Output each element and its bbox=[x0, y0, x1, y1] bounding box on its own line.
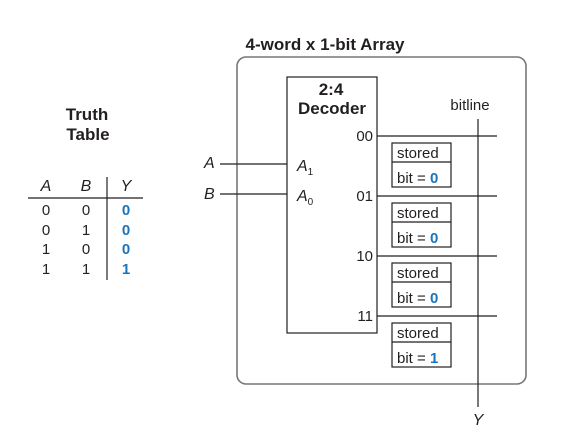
truth-cell: 0 bbox=[82, 241, 90, 258]
truth-output-cell: 1 bbox=[122, 261, 130, 278]
truth-header-y: Y bbox=[121, 178, 133, 195]
truth-output-cell: 0 bbox=[122, 241, 130, 258]
bitline-label: bitline bbox=[450, 97, 489, 114]
cell-value: bit = 0 bbox=[397, 230, 438, 247]
decoder-label-2: Decoder bbox=[298, 99, 366, 118]
address-11: 11 bbox=[357, 308, 373, 325]
truth-header-b: B bbox=[81, 178, 92, 195]
truth-cell: 1 bbox=[82, 261, 90, 278]
truth-output-cell: 0 bbox=[122, 222, 130, 239]
decoder-input-a1: A1 bbox=[296, 158, 314, 178]
cell-label: stored bbox=[397, 145, 439, 162]
cell-label: stored bbox=[397, 265, 439, 282]
decoder-label-1: 2:4 bbox=[319, 80, 344, 99]
array-title: 4-word x 1-bit Array bbox=[245, 35, 405, 54]
truth-table-title-2: Table bbox=[66, 125, 109, 144]
output-y-label: Y bbox=[473, 412, 485, 429]
truth-table: Truth Table A B Y 0 0 0 0 1 0 1 0 0 1 1 … bbox=[28, 105, 143, 280]
address-00: 00 bbox=[356, 128, 373, 145]
cell-label: stored bbox=[397, 205, 439, 222]
address-01: 01 bbox=[356, 188, 373, 205]
cell-value: bit = 1 bbox=[397, 350, 438, 367]
input-a-label: A bbox=[203, 155, 215, 172]
truth-table-title-1: Truth bbox=[66, 105, 109, 124]
decoder-input-a0: A0 bbox=[296, 188, 314, 208]
cell-value: bit = 0 bbox=[397, 290, 438, 307]
truth-cell: 0 bbox=[82, 202, 90, 219]
truth-cell: 1 bbox=[42, 241, 50, 258]
truth-cell: 0 bbox=[42, 222, 50, 239]
truth-cell: 1 bbox=[82, 222, 90, 239]
memory-cell-3: stored bit = 1 bbox=[391, 322, 452, 368]
array-frame bbox=[236, 56, 527, 385]
memory-cell-2: stored bit = 0 bbox=[391, 262, 452, 308]
decoder-block bbox=[286, 76, 378, 334]
truth-output-cell: 0 bbox=[122, 202, 130, 219]
input-b-label: B bbox=[204, 186, 215, 203]
address-10: 10 bbox=[356, 248, 373, 265]
cell-label: stored bbox=[397, 325, 439, 342]
memory-cell-0: stored bit = 0 bbox=[391, 142, 452, 188]
truth-header-a: A bbox=[40, 178, 52, 195]
truth-cell: 1 bbox=[42, 261, 50, 278]
truth-cell: 0 bbox=[42, 202, 50, 219]
memory-cell-1: stored bit = 0 bbox=[391, 202, 452, 248]
cell-value: bit = 0 bbox=[397, 170, 438, 187]
